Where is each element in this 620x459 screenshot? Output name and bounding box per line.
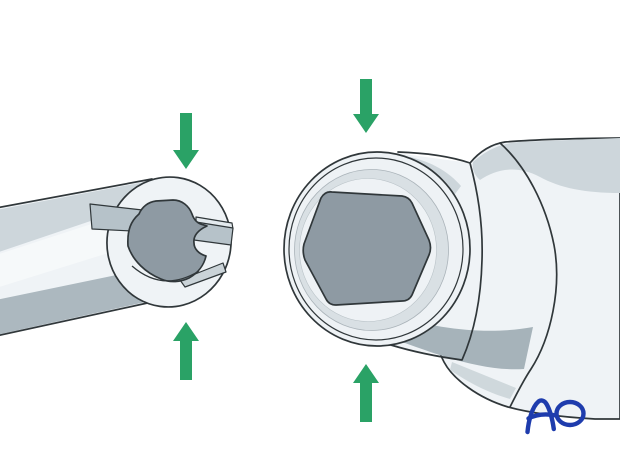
arrow-up-left-icon — [173, 322, 199, 380]
hex-socket — [302, 191, 432, 306]
ao-logo-letter-a-bar — [526, 412, 559, 421]
locking-ball — [127, 199, 208, 283]
handle-instrument — [283, 137, 620, 420]
ao-logo-letter-o — [554, 399, 586, 428]
shaft-bottom-shading — [0, 268, 150, 335]
handle-body-rim-line — [499, 142, 558, 408]
coupling-cut-lower-right — [179, 262, 227, 288]
handle-collar-outline — [390, 151, 483, 361]
shaft-outline — [0, 178, 153, 336]
arrow-down-left-icon — [173, 113, 199, 169]
arrow-up-right-icon — [353, 364, 379, 422]
shaft-top-shading — [0, 181, 150, 252]
ao-logo — [525, 398, 586, 435]
shaft-instrument — [0, 176, 234, 336]
compression-arrows — [173, 79, 379, 422]
arrow-down-right-icon — [353, 79, 379, 133]
handle-bottom-shading-light — [450, 362, 516, 399]
coupling-bore-arc — [131, 265, 200, 282]
